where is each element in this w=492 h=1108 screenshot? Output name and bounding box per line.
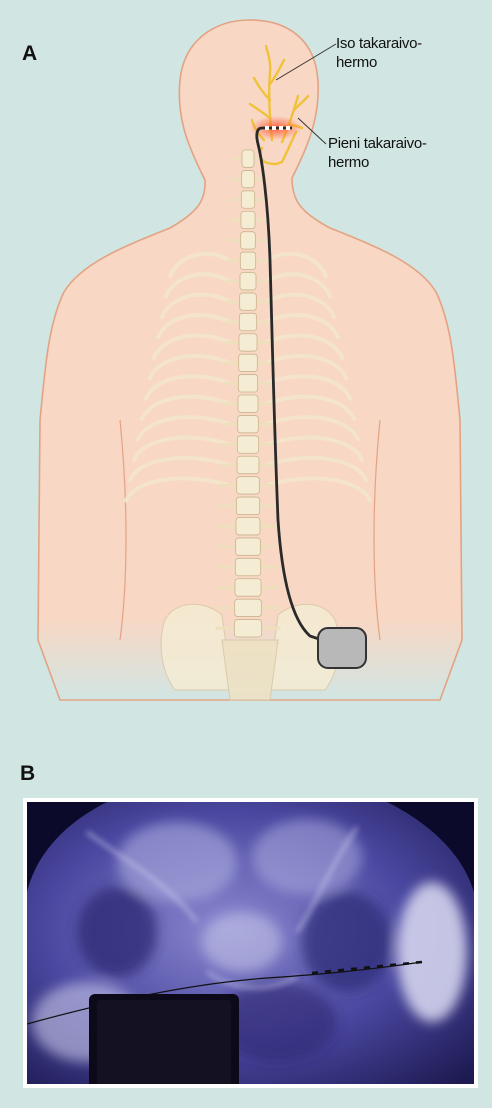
vertebra — [239, 313, 256, 330]
xray-contact — [325, 971, 331, 972]
label-line: Iso takaraivo- — [336, 34, 422, 53]
label-line: hermo — [328, 153, 427, 172]
label-line: Pieni takaraivo- — [328, 134, 427, 153]
vertebra — [236, 518, 260, 535]
vertebra — [235, 599, 262, 616]
pulse-generator — [318, 628, 366, 668]
vertebra — [241, 191, 254, 208]
vertebra — [235, 558, 260, 575]
vertebra — [236, 538, 261, 555]
xray-image — [27, 802, 474, 1084]
label-greater-occipital-nerve: Iso takaraivo- hermo — [336, 34, 422, 72]
vertebra — [237, 436, 258, 453]
vertebra — [238, 395, 258, 412]
panel-label-b: B — [20, 762, 35, 786]
xray-contact — [351, 969, 357, 970]
xray-image-frame — [23, 798, 478, 1088]
vertebra — [235, 579, 261, 596]
vertebra — [237, 456, 259, 473]
xray-contact — [364, 967, 370, 968]
vertebra — [234, 620, 261, 637]
xray-contact — [403, 963, 409, 964]
xray-contact — [377, 966, 383, 967]
label-lesser-occipital-nerve: Pieni takaraivo- hermo — [328, 134, 427, 172]
label-line: hermo — [336, 53, 422, 72]
vertebra — [239, 354, 258, 371]
vertebra — [240, 252, 255, 269]
vertebra — [242, 170, 255, 187]
vertebra — [240, 273, 256, 290]
vertebra — [239, 334, 257, 351]
vertebra — [236, 497, 259, 514]
vertebra — [241, 232, 256, 249]
vertebra — [242, 150, 254, 167]
vertebra — [238, 375, 257, 392]
vertebra — [240, 293, 257, 310]
anatomy-illustration — [0, 0, 492, 720]
xray-contact — [416, 962, 422, 963]
xray-contact — [312, 972, 318, 973]
vertebra — [241, 211, 255, 228]
xray-contact — [390, 965, 396, 966]
xray-contact — [338, 970, 344, 971]
vertebra — [238, 415, 259, 432]
vertebra — [237, 477, 260, 494]
